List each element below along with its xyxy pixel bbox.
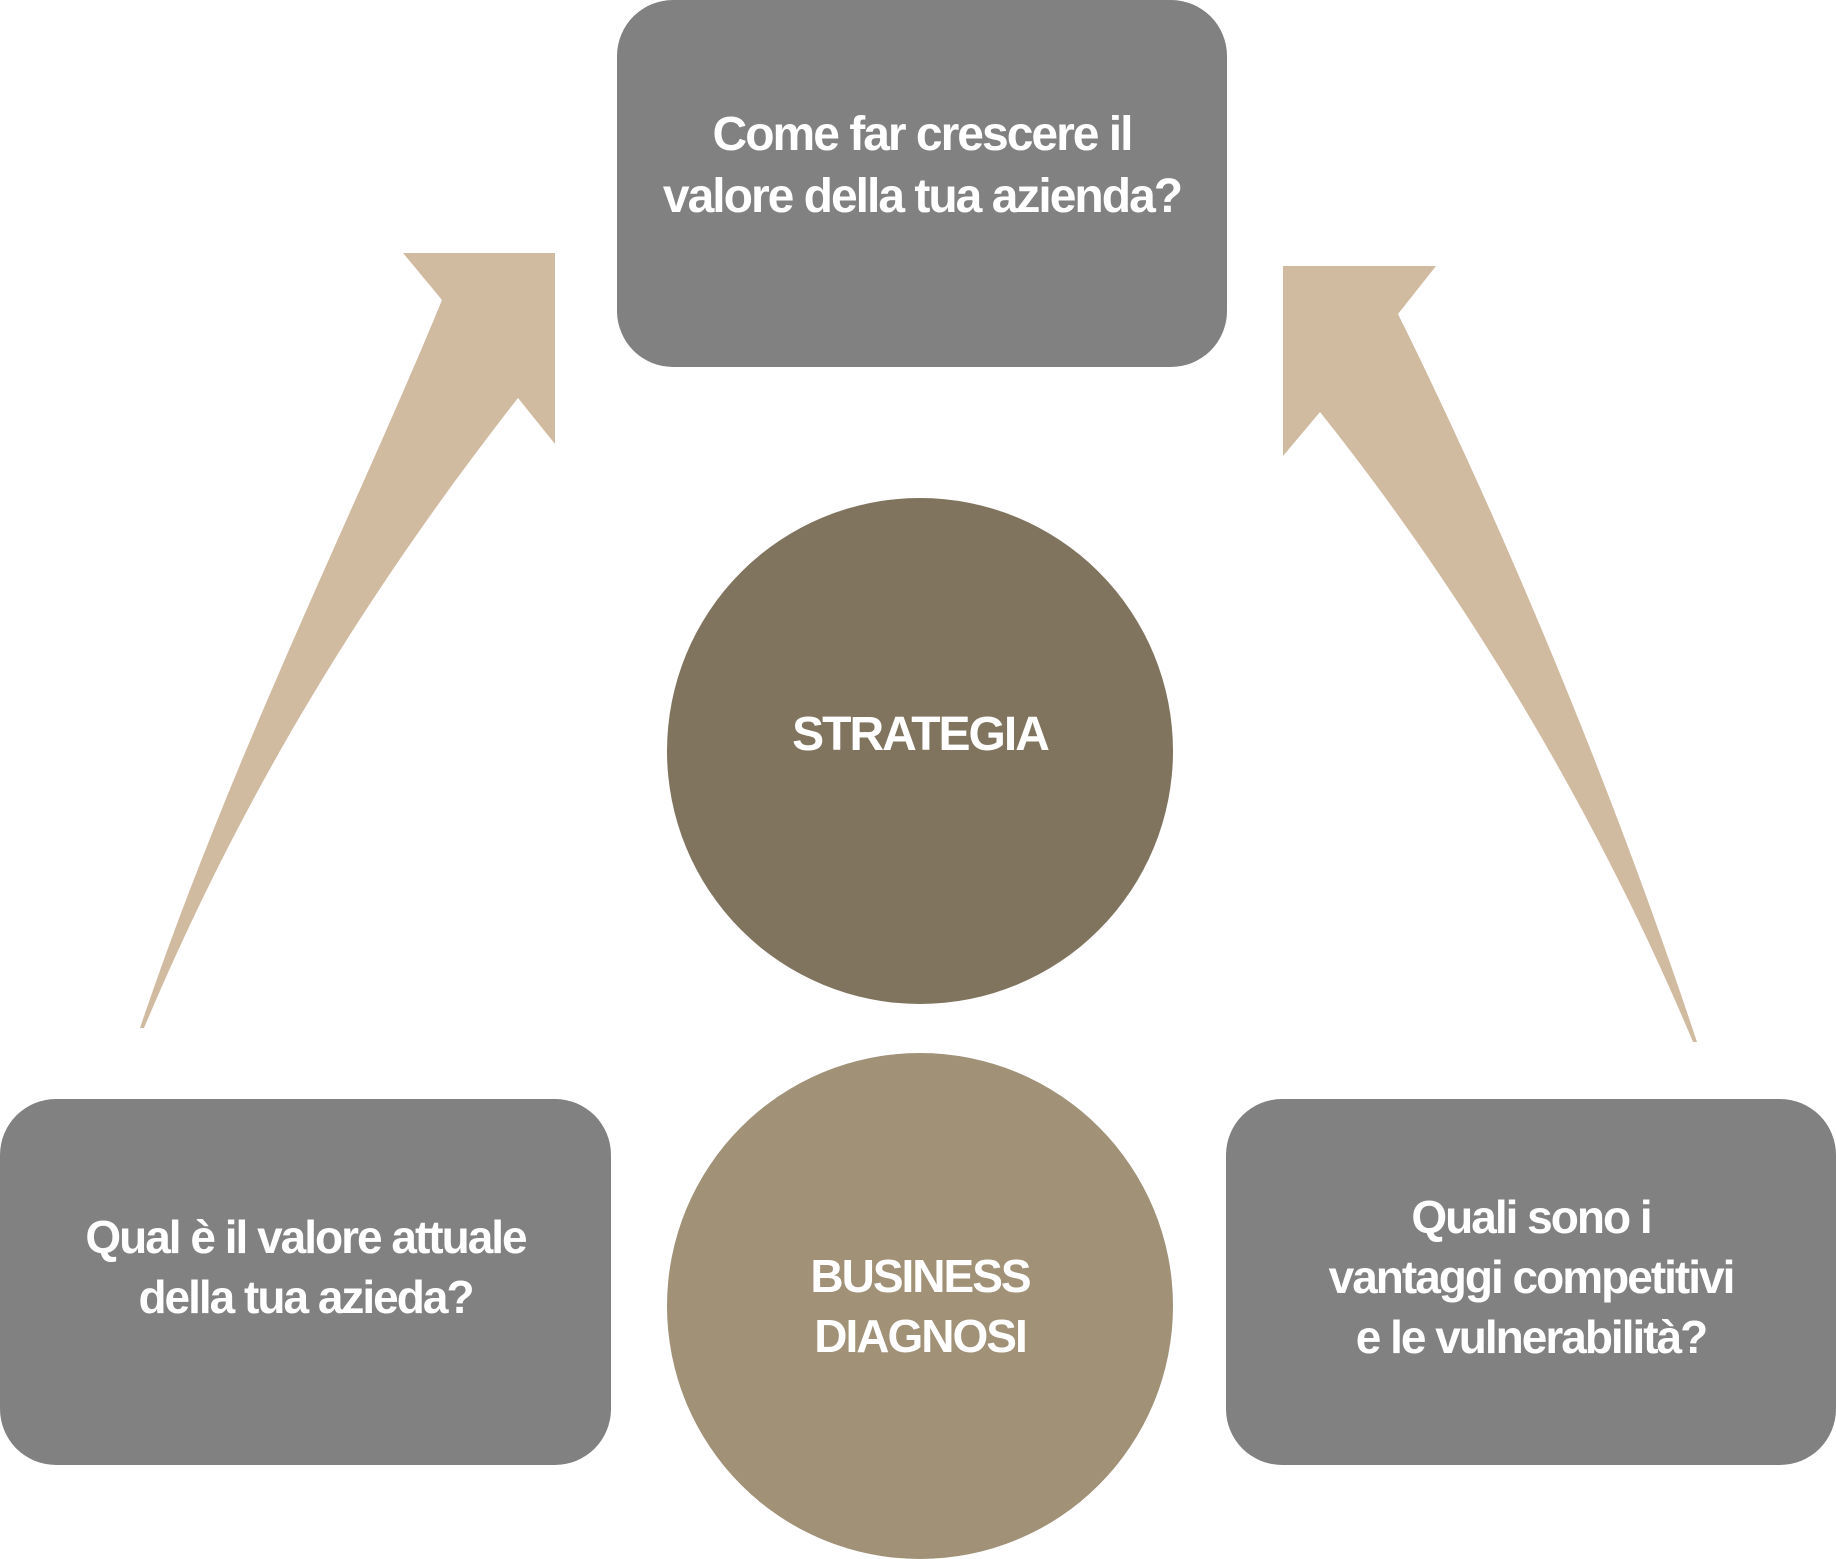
question-box-grow-value-line-1: Come far crescere il — [712, 107, 1134, 161]
business-diagnosis-circle-line-1: BUSINESS — [810, 1250, 1031, 1302]
strategy-circle-label: STRATEGIA — [792, 708, 1050, 761]
question-box-current-value-line-2: della tua azieda? — [138, 1271, 474, 1323]
question-box-current-value-line-1: Qual è il valore attuale — [85, 1211, 527, 1263]
question-box-grow-value: Come far crescere il valore della tua az… — [617, 0, 1227, 367]
question-box-grow-value-line-2: valore della tua azienda? — [662, 169, 1183, 223]
business-diagnosis-circle: BUSINESS DIAGNOSI — [667, 1053, 1173, 1559]
right-curved-arrow — [1283, 266, 1697, 1042]
left-curved-arrow — [140, 253, 555, 1028]
question-box-current-value: Qual è il valore attuale della tua azied… — [0, 1099, 611, 1465]
question-box-competitive-advantages-line-1: Quali sono i — [1411, 1191, 1652, 1243]
question-box-competitive-advantages: Quali sono i vantaggi competitivi e le v… — [1226, 1099, 1836, 1465]
question-box-competitive-advantages-line-3: e le vulnerabilità? — [1355, 1311, 1709, 1363]
question-box-competitive-advantages-line-2: vantaggi competitivi — [1328, 1251, 1736, 1303]
strategy-circle: STRATEGIA — [667, 498, 1173, 1004]
business-diagnosis-circle-line-2: DIAGNOSI — [814, 1310, 1027, 1362]
